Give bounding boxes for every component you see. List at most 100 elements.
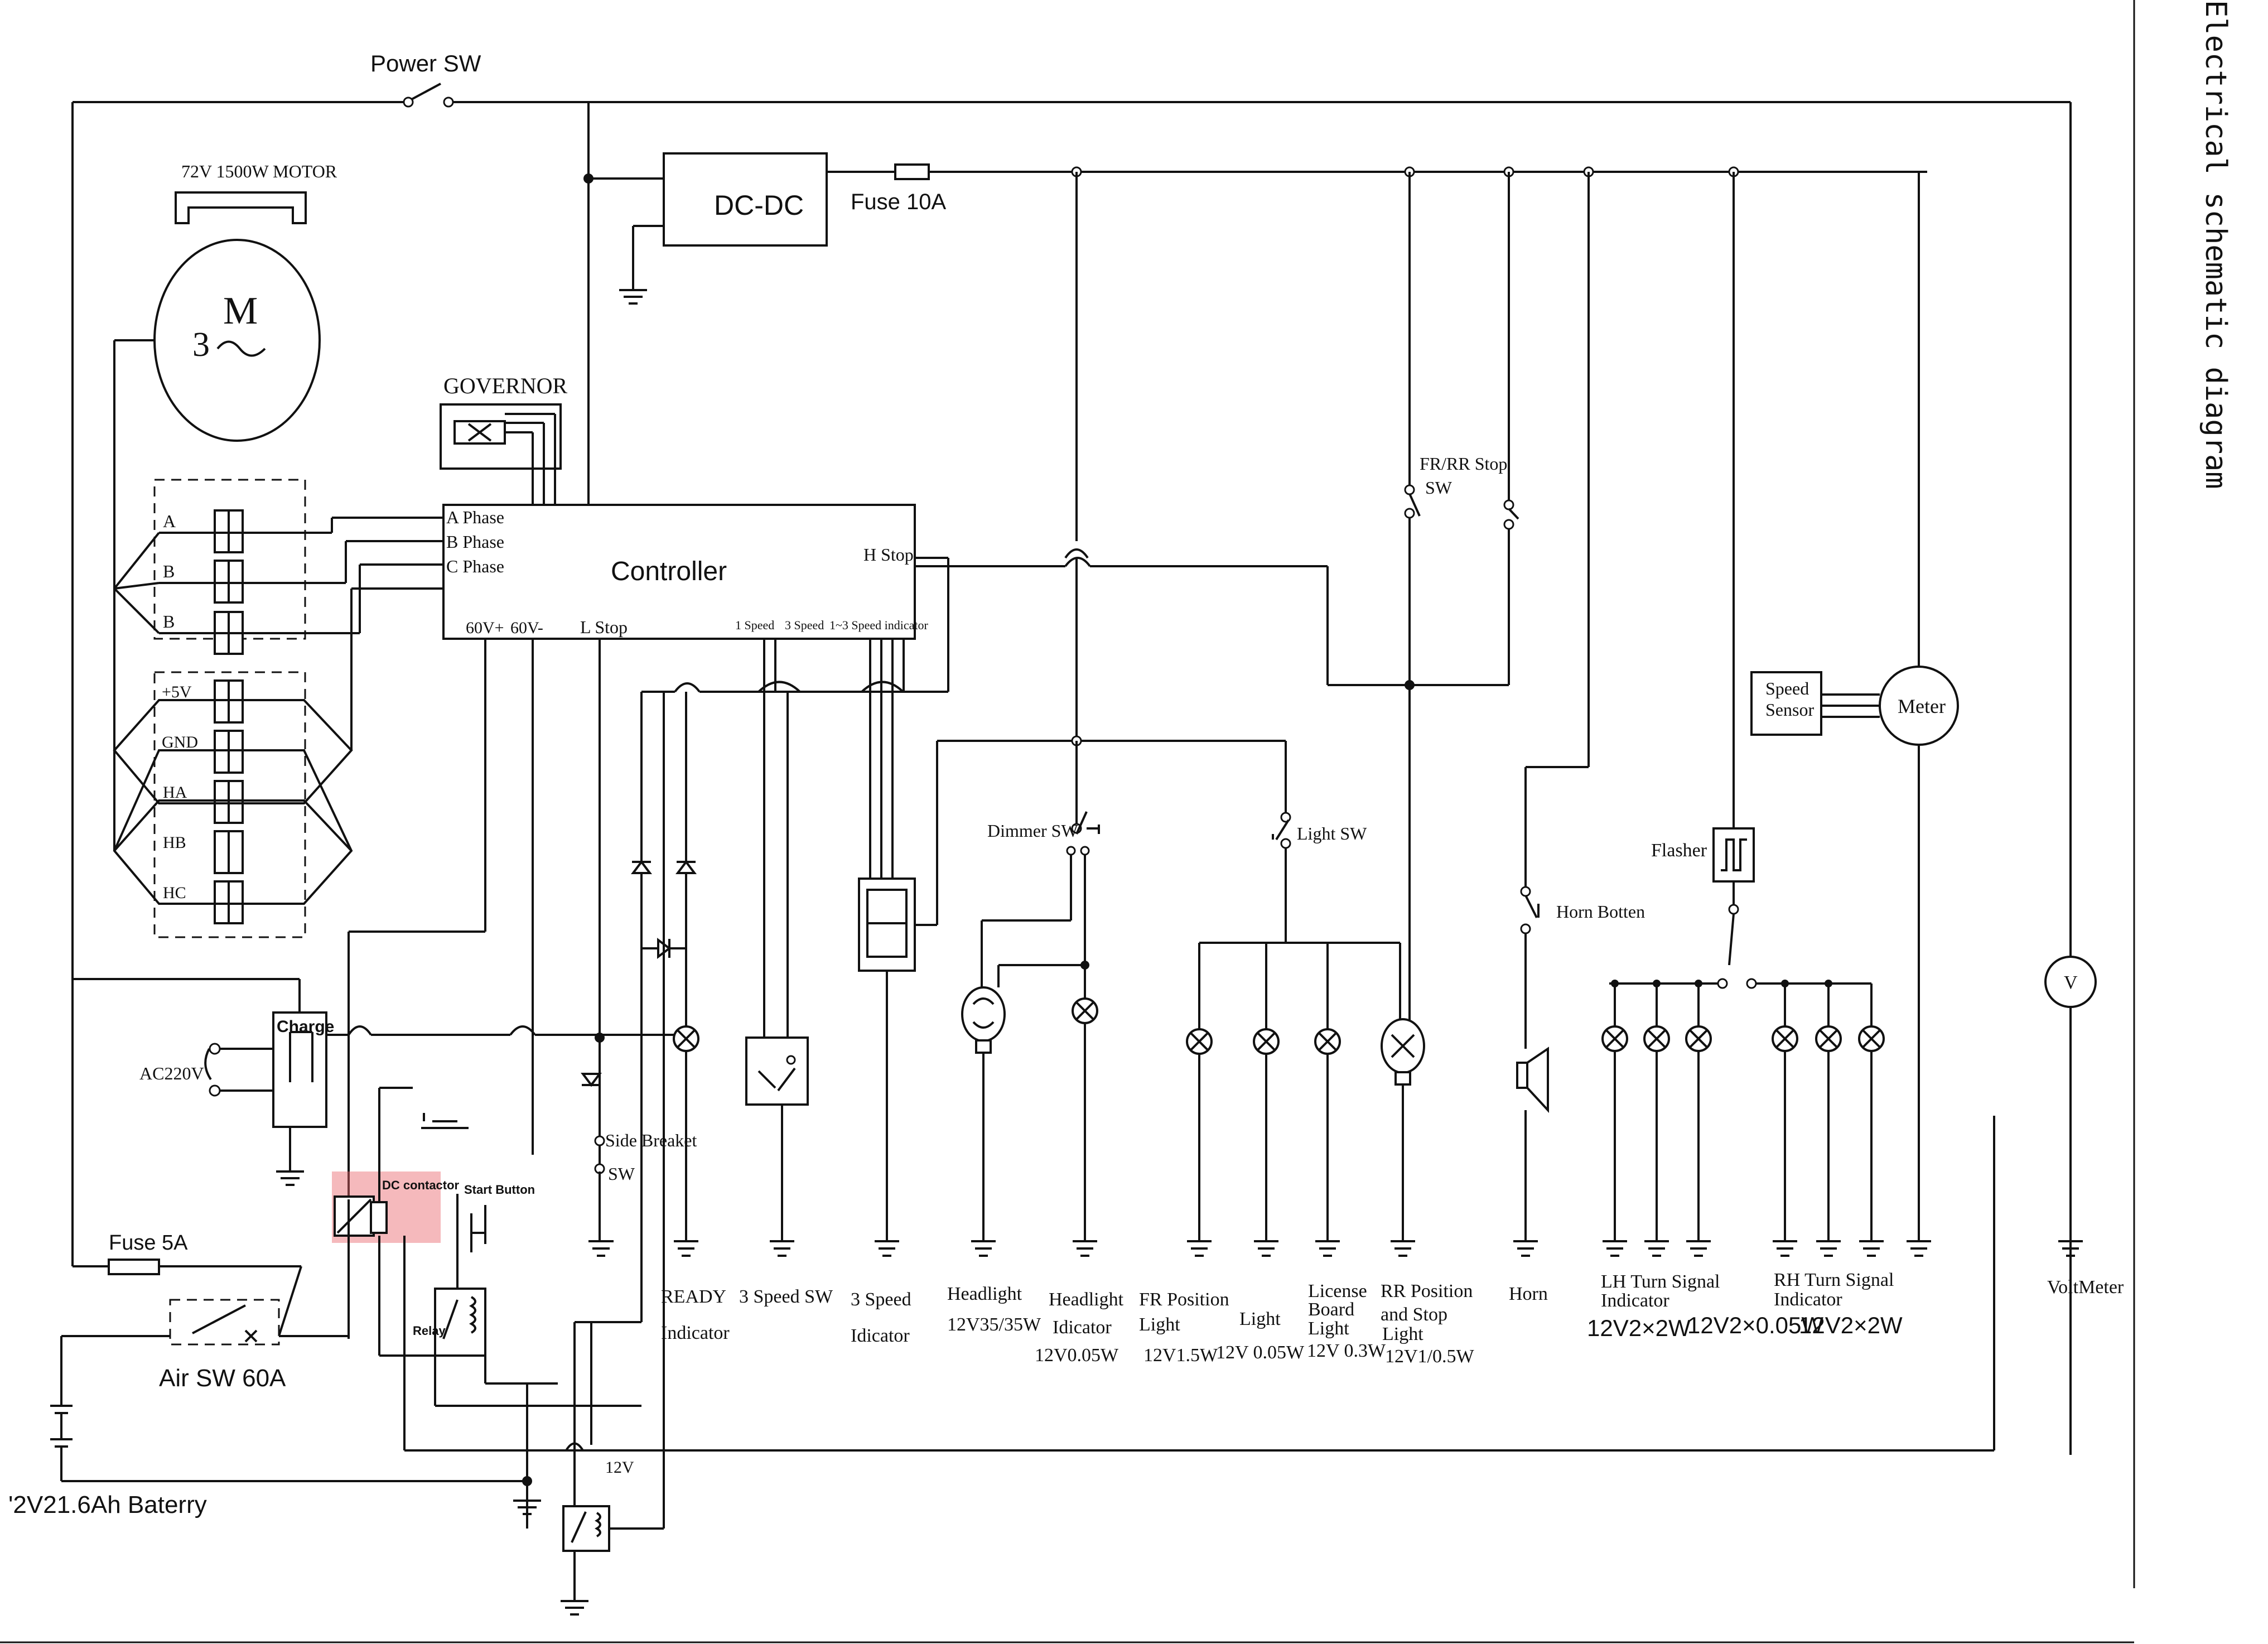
license-label-2: Board bbox=[1308, 1299, 1354, 1320]
fr-pos-label-1: FR Position bbox=[1139, 1289, 1229, 1310]
controller-60v-plus: 60V+ bbox=[466, 619, 504, 637]
frrr-sw-label: SW bbox=[1425, 478, 1453, 498]
hall-pin-gnd: GND bbox=[162, 733, 198, 751]
meter-label: Meter bbox=[1898, 695, 1946, 717]
rh-label-2: Indicator bbox=[1774, 1289, 1842, 1310]
controller-60v-minus: 60V- bbox=[510, 619, 543, 637]
horn-label: Horn bbox=[1509, 1284, 1548, 1304]
side-breaket-switch: Side Breaket SW bbox=[594, 1130, 697, 1241]
side-breaket-sw: SW bbox=[608, 1164, 635, 1184]
hl-ind-label-3: 12V0.05W bbox=[1035, 1345, 1119, 1366]
hall-pin-hc: HC bbox=[163, 884, 186, 902]
motor-m-symbol: M bbox=[223, 290, 258, 332]
speed-switch: 3 Speed SW bbox=[739, 1036, 833, 1307]
controller-c-phase: C Phase bbox=[446, 556, 504, 576]
rh-label-4: 12V2×2W bbox=[1799, 1312, 1903, 1338]
governor-label: GOVERNOR bbox=[443, 373, 568, 398]
controller-speed-indicator: 1~3 Speed indicator bbox=[829, 618, 929, 632]
controller-1-speed: 1 Speed bbox=[735, 618, 774, 632]
speed-indicator: 3 Speed Idicator bbox=[851, 740, 1287, 1346]
light-group: Light SW FR Position Light 12V1.5W Light… bbox=[1139, 792, 1401, 1366]
ac220v-label: AC220V bbox=[139, 1063, 204, 1083]
controller-h-stop: H Stop bbox=[863, 544, 914, 565]
start-button-label: Start Button bbox=[464, 1183, 535, 1197]
ground-symbols bbox=[588, 1007, 2083, 1257]
horn: Horn Botten Horn bbox=[1509, 172, 1645, 1304]
controller-3-speed: 3 Speed bbox=[785, 618, 824, 632]
battery: '2V21.6Ah Baterry bbox=[8, 1336, 527, 1518]
dcdc-label: DC-DC bbox=[714, 190, 804, 221]
air-sw-label: Air SW 60A bbox=[159, 1365, 286, 1392]
hl-ind-label-1: Headlight bbox=[1049, 1289, 1124, 1310]
ready-indicator-label: Indicator bbox=[661, 1323, 730, 1343]
hall-pin-ha: HA bbox=[163, 783, 187, 802]
speed-sensor-label-1: Speed bbox=[1765, 678, 1809, 698]
fuse-10a-label: Fuse 10A bbox=[851, 190, 947, 214]
relay-label: Relay bbox=[413, 1324, 446, 1338]
power-sw-label: Power SW bbox=[370, 50, 481, 76]
hall-pin-hb: HB bbox=[163, 833, 186, 852]
fuse-5a-label: Fuse 5A bbox=[109, 1231, 188, 1255]
speed-ind-label-1: 3 Speed bbox=[851, 1289, 911, 1310]
fr-pos-label-2: Light bbox=[1139, 1314, 1180, 1335]
lh-label-1: LH Turn Signal bbox=[1601, 1271, 1720, 1292]
hl-ind-label-2: Idicator bbox=[1053, 1317, 1112, 1338]
dimmer-sw-label: Dimmer SW bbox=[987, 821, 1078, 841]
phase-pin-a: A bbox=[163, 511, 176, 531]
headlight: Dimmer SW Headlight 12V35/35W Headlight … bbox=[947, 172, 1124, 1366]
rr-pos-label-4: 12V1/0.5W bbox=[1385, 1346, 1475, 1367]
speed-sw-label: 3 Speed SW bbox=[739, 1286, 833, 1307]
controller-l-stop: L Stop bbox=[580, 617, 628, 637]
hall-connector: +5V GND HA HB HC bbox=[113, 587, 443, 938]
power-switch: Power SW bbox=[370, 50, 481, 108]
light-sw-label: Light SW bbox=[1297, 823, 1367, 843]
rh-label-3: 12V2×0.05W bbox=[1687, 1312, 1823, 1338]
hall-pin-5v: +5V bbox=[162, 683, 192, 701]
horn-botten-label: Horn Botten bbox=[1556, 901, 1645, 922]
dcdc-converter: DC-DC Fuse 10A bbox=[619, 152, 1927, 305]
fr-pos-label-3: 12V1.5W bbox=[1143, 1345, 1218, 1366]
motor-3-symbol: 3 bbox=[192, 326, 210, 364]
flasher-label: Flasher bbox=[1651, 840, 1707, 861]
controller-b-phase: B Phase bbox=[446, 532, 504, 552]
meter-group: Speed Sensor Meter V VoltMeter bbox=[1750, 666, 2124, 1298]
charge-label: Charge bbox=[277, 1018, 334, 1036]
motor: 72V 1500W MOTOR M 3 bbox=[113, 161, 337, 589]
rr-pos-label-1: RR Position bbox=[1381, 1281, 1473, 1301]
voltmeter-label: VoltMeter bbox=[2047, 1277, 2124, 1298]
license-label-4: 12V 0.3W bbox=[1307, 1341, 1386, 1361]
ready-label: READY bbox=[661, 1286, 726, 1307]
license-label-1: License bbox=[1308, 1281, 1367, 1301]
ready-indicator: READY Indicator bbox=[661, 1025, 730, 1343]
12v-label: 12V bbox=[605, 1458, 634, 1477]
rr-pos-label-2: and Stop bbox=[1381, 1304, 1447, 1325]
speed-ind-label-2: Idicator bbox=[851, 1325, 910, 1346]
charger: Charge AC220V bbox=[73, 978, 686, 1186]
voltmeter-v: V bbox=[2064, 972, 2078, 993]
controller-title: Controller bbox=[611, 557, 727, 586]
controller-a-phase: A Phase bbox=[446, 507, 504, 527]
speed-sensor-label-2: Sensor bbox=[1765, 700, 1814, 720]
lh-label-3: 12V2×2W bbox=[1587, 1315, 1691, 1341]
phase-pin-b2: B bbox=[163, 611, 175, 631]
motor-label: 72V 1500W MOTOR bbox=[181, 161, 337, 181]
rr-pos-label-3: Light bbox=[1382, 1324, 1423, 1344]
side-breaket-label: Side Breaket bbox=[605, 1130, 697, 1150]
controller-wiring bbox=[348, 557, 949, 1339]
phase-connector: A B B bbox=[113, 479, 443, 655]
battery-label: '2V21.6Ah Baterry bbox=[8, 1491, 207, 1518]
dc-contactor: DC contactor Start Button bbox=[332, 1087, 535, 1243]
stop-switches: FR/RR Stop SW RR Position and Stop Light… bbox=[1381, 172, 1519, 1367]
headlight-label-2: 12V35/35W bbox=[947, 1314, 1041, 1335]
turn-signals: Flasher LH Turn Signal Indicator 12V2× bbox=[1587, 172, 1903, 1341]
dc-contactor-label: DC contactor bbox=[382, 1178, 460, 1192]
frrr-stop-label: FR/RR Stop bbox=[1420, 454, 1507, 474]
light-label-1: Light bbox=[1239, 1309, 1281, 1329]
lh-label-2: Indicator bbox=[1601, 1290, 1669, 1311]
light-label-2: 12V 0.05W bbox=[1216, 1342, 1305, 1363]
controller: Controller A Phase B Phase C Phase H Sto… bbox=[442, 504, 929, 640]
power-bus bbox=[71, 101, 2072, 1455]
phase-pin-b: B bbox=[163, 561, 175, 581]
governor: GOVERNOR bbox=[440, 373, 568, 505]
